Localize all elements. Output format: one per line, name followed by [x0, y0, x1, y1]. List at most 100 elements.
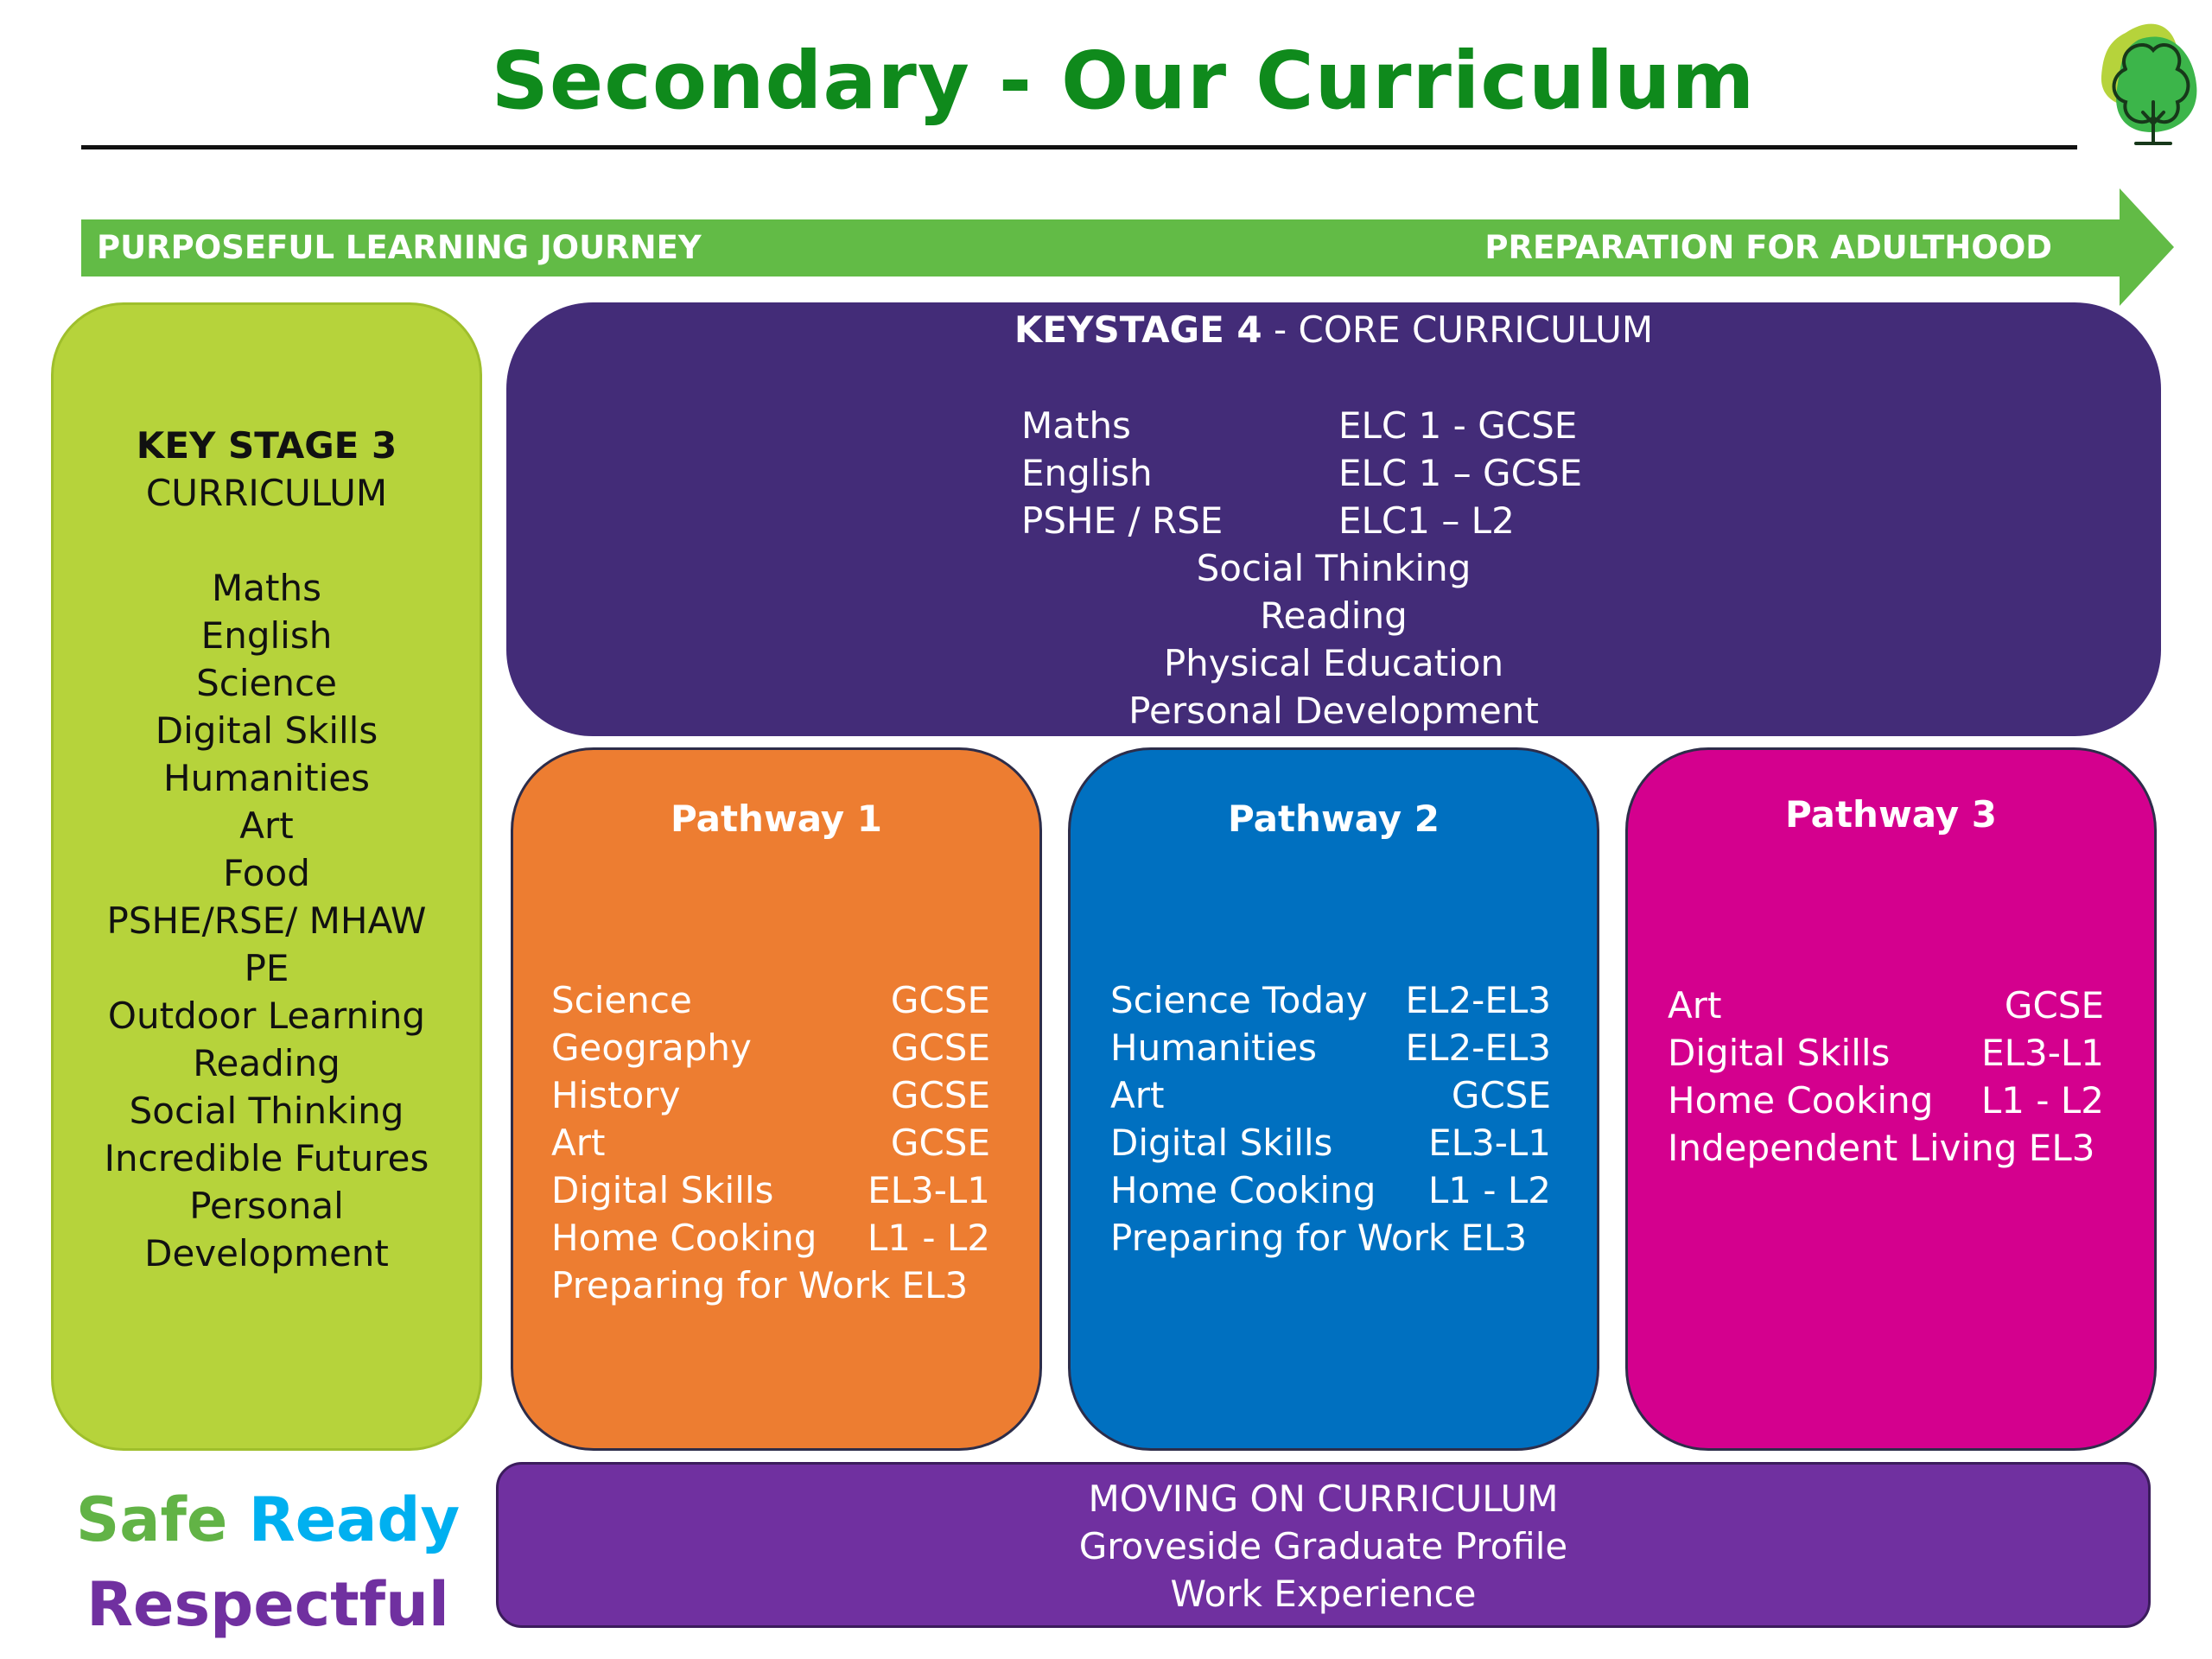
- subject-level: EL3-L1: [1428, 1122, 1551, 1164]
- subject-name: Science Today: [1110, 979, 1368, 1021]
- ks4-subject: Reading: [1260, 594, 1408, 637]
- subject-name: Maths: [1021, 404, 1131, 447]
- pathway-row: History GCSE: [551, 1071, 990, 1119]
- subject-level: EL3-L1: [1981, 1032, 2104, 1074]
- subject-name: English: [1021, 452, 1153, 494]
- pathway-row: Art GCSE: [551, 1119, 990, 1166]
- ks3-subject: Personal: [189, 1185, 344, 1227]
- subject-level: GCSE: [890, 979, 990, 1021]
- value-respectful: Respectful: [86, 1569, 449, 1640]
- ks3-subject: Science: [196, 662, 337, 704]
- subject-name: History: [551, 1074, 681, 1116]
- value-safe: Safe: [75, 1484, 228, 1555]
- subject-level: L1 - L2: [1980, 1079, 2104, 1122]
- subject-level: GCSE: [890, 1122, 990, 1164]
- pathway-row: Science Today EL2-EL3: [1110, 976, 1551, 1024]
- ks3-subject: Development: [144, 1232, 389, 1274]
- pathway-row: Art GCSE: [1110, 1071, 1551, 1119]
- ks3-subject: Social Thinking: [129, 1090, 404, 1132]
- ks4-subject: Physical Education: [1163, 642, 1504, 684]
- subject-name: Art: [1110, 1074, 1165, 1116]
- subject-name: Art: [551, 1122, 606, 1164]
- ks3-subject: PE: [244, 947, 289, 989]
- ks4-graded-row: English ELC 1 – GCSE: [1021, 449, 1626, 497]
- subject-level: L1 - L2: [867, 1217, 990, 1259]
- ks3-subject: English: [200, 614, 333, 657]
- subject-level: ELC1 – L2: [1338, 499, 1515, 542]
- pathway-row: Home Cooking L1 - L2: [551, 1214, 990, 1262]
- subject-name: Humanities: [1110, 1027, 1317, 1069]
- ks4-heading-rest: - CORE CURRICULUM: [1262, 308, 1654, 351]
- pathway-row: Geography GCSE: [551, 1024, 990, 1071]
- ks3-subheading: CURRICULUM: [145, 472, 388, 514]
- ks4-graded-row: Maths ELC 1 - GCSE: [1021, 402, 1626, 449]
- pathway-row: Preparing for Work EL3: [1110, 1214, 1551, 1262]
- pathway-row: Independent Living EL3: [1668, 1124, 2104, 1172]
- ks4-graded-row: PSHE / RSE ELC1 – L2: [1021, 497, 1626, 544]
- subject-level: GCSE: [890, 1027, 990, 1069]
- subject-level: EL2-EL3: [1405, 1027, 1551, 1069]
- subject-level: L1 - L2: [1427, 1169, 1551, 1211]
- moving-on-panel: MOVING ON CURRICULUM Groveside Graduate …: [496, 1462, 2151, 1628]
- subject-level: ELC 1 - GCSE: [1338, 404, 1578, 447]
- ks3-subject: Reading: [193, 1042, 340, 1084]
- subject-level: GCSE: [1451, 1074, 1551, 1116]
- learning-journey-arrow: [81, 188, 2174, 306]
- subject-name: Digital Skills: [551, 1169, 774, 1211]
- subject-name: Independent Living EL3: [1668, 1127, 2095, 1169]
- subject-name: Preparing for Work EL3: [551, 1264, 969, 1306]
- subject-level: ELC 1 – GCSE: [1338, 452, 1583, 494]
- pathway-row: Home Cooking L1 - L2: [1668, 1077, 2104, 1124]
- ks4-heading: KEYSTAGE 4 - CORE CURRICULUM: [506, 306, 2161, 353]
- moving-on-line: Groveside Graduate Profile: [1078, 1525, 1568, 1567]
- ks4-heading-bold: KEYSTAGE 4: [1014, 308, 1262, 351]
- subject-name: Home Cooking: [1668, 1079, 1934, 1122]
- ks3-subject: Humanities: [163, 757, 370, 799]
- pathway-row: Preparing for Work EL3: [551, 1262, 990, 1309]
- tree-logo-icon: [2101, 23, 2197, 145]
- subject-level: GCSE: [890, 1074, 990, 1116]
- subject-name: Home Cooking: [551, 1217, 817, 1259]
- subject-name: Digital Skills: [1110, 1122, 1333, 1164]
- journey-end-label: PREPARATION FOR ADULTHOOD: [1484, 229, 2052, 266]
- ks3-subject: PSHE/RSE/ MHAW: [106, 899, 427, 942]
- journey-start-label: PURPOSEFUL LEARNING JOURNEY: [97, 229, 702, 266]
- ks4-subject: Social Thinking: [1196, 547, 1471, 589]
- subject-level: GCSE: [2004, 984, 2104, 1027]
- pathway-row: Digital Skills EL3-L1: [1110, 1119, 1551, 1166]
- pathway-row: Art GCSE: [1668, 982, 2104, 1029]
- subject-level: EL3-L1: [868, 1169, 990, 1211]
- page-title: Secondary - Our Curriculum: [491, 35, 1756, 127]
- pathway-row: Digital Skills EL3-L1: [1668, 1029, 2104, 1077]
- pathway-title: Pathway 3: [1784, 793, 1998, 836]
- subject-name: Geography: [551, 1027, 752, 1069]
- subject-name: Art: [1668, 984, 1722, 1027]
- pathway-title: Pathway 2: [1227, 798, 1440, 840]
- subject-name: Preparing for Work EL3: [1110, 1217, 1528, 1259]
- ks3-subject: Outdoor Learning: [107, 995, 426, 1037]
- pathway-row: Science GCSE: [551, 976, 990, 1024]
- pathway-row: Digital Skills EL3-L1: [551, 1166, 990, 1214]
- ks4-subject: Personal Development: [1128, 690, 1539, 732]
- moving-on-line: MOVING ON CURRICULUM: [1088, 1478, 1559, 1520]
- title-divider: [81, 145, 2077, 149]
- subject-name: Science: [551, 979, 692, 1021]
- subject-level: EL2-EL3: [1405, 979, 1551, 1021]
- ks3-subject: Art: [239, 804, 294, 847]
- pathway-title: Pathway 1: [670, 798, 883, 840]
- subject-name: Digital Skills: [1668, 1032, 1891, 1074]
- pathway-row: Humanities EL2-EL3: [1110, 1024, 1551, 1071]
- subject-name: PSHE / RSE: [1021, 499, 1224, 542]
- ks3-subject: Incredible Futures: [104, 1137, 429, 1179]
